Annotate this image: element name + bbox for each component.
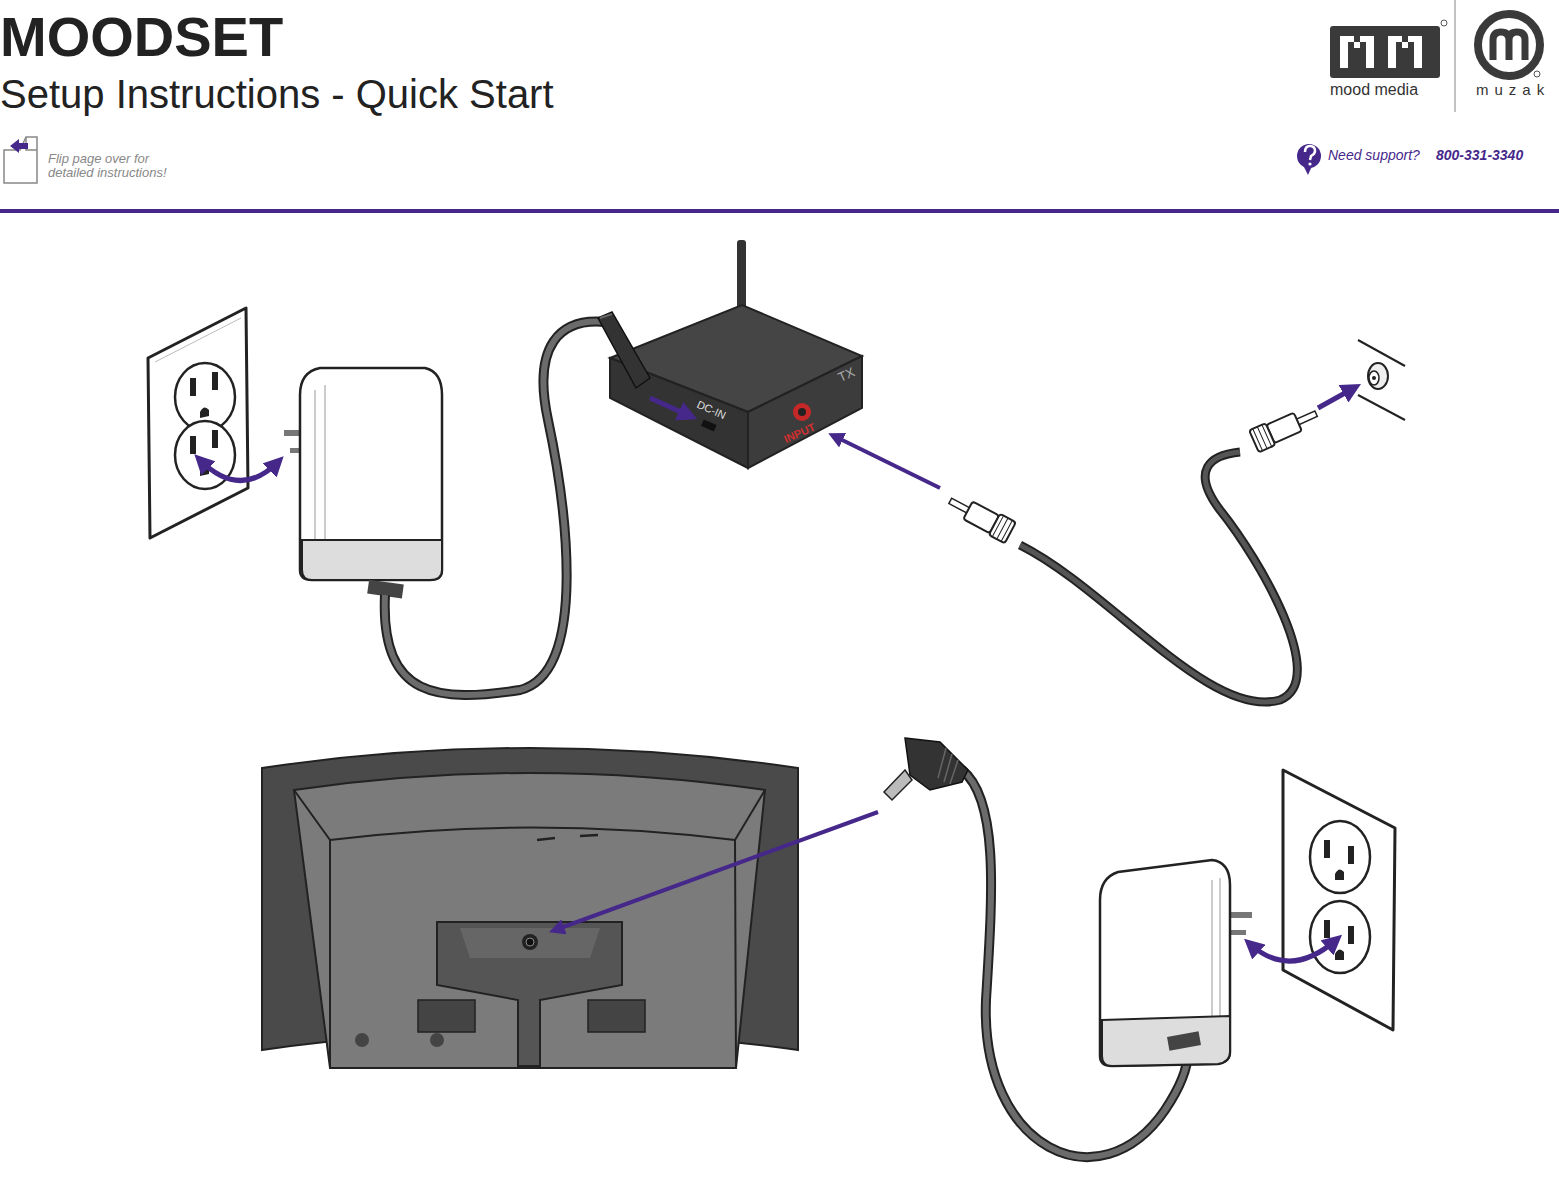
- plug-arrow: [1250, 940, 1336, 961]
- flip-note: Flip page over for detailed instructions…: [48, 152, 168, 181]
- power-adapter: [1100, 860, 1252, 1066]
- port-label: DC-IN: [695, 398, 728, 421]
- transmitter-box: [610, 240, 862, 468]
- power-cable: [385, 322, 605, 695]
- logo-text: muzak: [1476, 82, 1550, 99]
- support-label: Need support?: [1328, 148, 1420, 163]
- title: MOODSET: [0, 6, 283, 68]
- header-rule: [0, 209, 1559, 213]
- speaker-arrow: [555, 812, 878, 930]
- speaker-back: [262, 748, 798, 1068]
- mood-media-logo: [1330, 20, 1447, 78]
- support-icon: [1297, 144, 1321, 175]
- subtitle: Setup Instructions - Quick Start: [0, 72, 554, 116]
- plug-arrow: [200, 460, 278, 481]
- phone-number: 800-331-3340: [1436, 148, 1523, 163]
- rca-plug: [945, 490, 1016, 543]
- speaker-plug: [884, 738, 968, 800]
- audio-cable: [1020, 452, 1297, 702]
- flip-icon: [4, 137, 37, 183]
- power-adapter: [284, 368, 442, 598]
- logo-divider: [1454, 0, 1455, 112]
- wall-outlet: [148, 308, 248, 538]
- wall-outlet: [1283, 770, 1395, 1030]
- jack-arrow: [1318, 388, 1354, 408]
- muzak-logo: [1478, 14, 1540, 77]
- rca-plug: [1249, 403, 1321, 453]
- wall-jack: [1358, 340, 1405, 420]
- input-arrow: [834, 436, 940, 488]
- audio-cable: [1020, 452, 1297, 702]
- power-cable: [385, 322, 605, 695]
- port-label: INPUT: [782, 421, 817, 445]
- dc-arrow: [650, 398, 690, 416]
- device-label: TX: [836, 365, 857, 385]
- dc-plug: [598, 312, 650, 388]
- logo-text: mood media: [1330, 81, 1418, 99]
